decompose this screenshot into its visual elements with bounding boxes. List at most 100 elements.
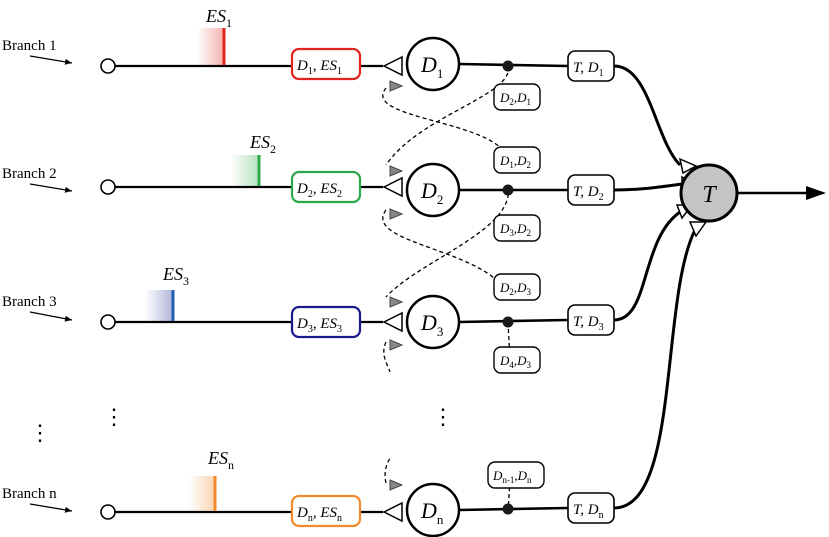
input-node-n <box>100 504 116 520</box>
t-d-box-1: T, D1 <box>567 50 615 82</box>
ellipsis-input: ⋮ <box>103 404 125 429</box>
svg-text:D2,D1: D2,D1 <box>499 90 531 107</box>
es-label: ES2 <box>249 132 276 156</box>
dendrite-node-3: D3 <box>405 294 461 350</box>
branch-label-text: Branch 1 <box>2 38 57 54</box>
input-nodes <box>100 58 116 520</box>
synapse-open-triangle <box>382 55 403 77</box>
cross-label-2: D1,D2 <box>493 146 541 174</box>
es-gradient <box>188 476 215 511</box>
dendrite-node-label: Dn <box>420 498 444 527</box>
dendrite-node-label: D1 <box>420 52 443 81</box>
curve-branch-1 <box>613 64 682 167</box>
dendrite-node-1: D1 <box>405 36 461 92</box>
es-marker-2: ES2 <box>231 132 276 186</box>
d-es-box-2: D2, ES2 <box>290 170 362 204</box>
svg-text:D4,D3: D4,D3 <box>499 353 532 370</box>
svg-text:T, Dn: T, Dn <box>573 502 604 521</box>
es-marker-n: ESn <box>188 448 234 511</box>
t-d-box-2: T, D2 <box>567 174 615 206</box>
ellipsis-left: ⋮ <box>29 420 51 445</box>
es-gradient <box>197 28 224 65</box>
branch-label-text: Branch n <box>2 486 57 502</box>
cross-label-4: D2,D3 <box>493 273 541 301</box>
dendrite-node-2: D2 <box>405 162 461 218</box>
synapse-triangle <box>389 296 404 308</box>
cross-synapses <box>389 80 404 491</box>
branch-arrow <box>29 311 73 322</box>
es-marker-3: ES3 <box>145 264 189 321</box>
svg-text:T, D2: T, D2 <box>573 184 604 203</box>
svg-text:T, D1: T, D1 <box>573 60 604 79</box>
t-d-box-n: T, Dn <box>567 492 615 524</box>
svg-text:T, D3: T, D3 <box>573 314 604 333</box>
svg-text:D1,D2: D1,D2 <box>499 153 531 170</box>
cross-label-5: D4,D3 <box>493 346 541 374</box>
branch-label-n: Branch n <box>2 486 73 513</box>
output-arrow <box>737 186 826 200</box>
es-label: ESn <box>207 448 234 472</box>
synapse-open-triangle <box>678 157 698 175</box>
synapse-triangle <box>389 479 404 491</box>
curve-branch-2 <box>613 182 683 192</box>
dashed-path-n-1 <box>507 479 511 513</box>
synapse-open-triangle <box>382 176 403 198</box>
branch-label-1: Branch 1 <box>2 38 73 65</box>
dashed-path-1-2 <box>382 87 509 161</box>
synapse-triangle <box>389 80 404 92</box>
svg-text:D2,D3: D2,D3 <box>499 280 532 297</box>
branch-label-2: Branch 2 <box>2 166 73 193</box>
input-node-3 <box>100 314 116 330</box>
es-gradient <box>145 290 173 321</box>
es-gradient <box>231 155 259 186</box>
synapse-triangle <box>389 208 404 220</box>
cross-label-6: Dn-1,Dn <box>487 461 545 489</box>
es-marker-1: ES1 <box>197 6 232 65</box>
d-es-box-label: Dn, ESn <box>296 505 342 524</box>
junction-dots <box>502 60 514 515</box>
synapse-open-triangle <box>688 221 708 238</box>
t-d-box-3: T, D3 <box>567 304 615 336</box>
dendrite-node-n: Dn <box>405 482 461 537</box>
converging-paths <box>613 64 697 510</box>
svg-text:D3,D2: D3,D2 <box>499 221 531 238</box>
branch-arrow <box>29 183 73 193</box>
dendrite-node-label: D2 <box>420 178 443 207</box>
es-label: ES1 <box>205 6 232 30</box>
ellipsis-markers: ⋮ ⋮ ⋮ <box>29 404 454 445</box>
d-es-box-label: D3, ES3 <box>296 316 342 335</box>
input-node-2 <box>100 179 116 195</box>
d-es-box-n: Dn, ESn <box>290 494 362 528</box>
dashed-path-n-up <box>384 457 391 484</box>
dashed-path-3-down <box>383 341 391 373</box>
branch-label-text: Branch 3 <box>2 294 57 310</box>
synapse-triangle <box>389 339 404 351</box>
dashed-path-2-3 <box>382 209 509 301</box>
synapse-open-triangle <box>382 311 403 333</box>
branch-label-text: Branch 2 <box>2 166 57 182</box>
branch-arrow <box>29 503 73 513</box>
input-synapses <box>382 55 403 523</box>
input-node-1 <box>100 58 116 74</box>
arrow-head <box>806 186 826 200</box>
cross-connections <box>382 65 511 513</box>
branch-lines <box>115 64 383 514</box>
d-es-box-label: D1, ES1 <box>296 58 342 77</box>
dashed-path-2-1 <box>385 65 509 166</box>
svg-text:Dn-1,Dn: Dn-1,Dn <box>492 468 532 485</box>
es-label: ES3 <box>162 264 189 288</box>
d-es-box-label: D2, ES2 <box>296 181 342 200</box>
cross-label-1: D2,D1 <box>493 83 541 111</box>
branch-label-3: Branch 3 <box>2 294 73 322</box>
curve-branch-n <box>613 229 697 510</box>
target-node-label: T <box>702 182 717 208</box>
synapse-triangle <box>389 165 404 177</box>
branch-arrow <box>29 55 73 65</box>
cross-label-3: D3,D2 <box>493 214 541 242</box>
ellipsis-dendrite: ⋮ <box>432 404 454 429</box>
synapse-open-triangle <box>382 501 403 523</box>
curve-branch-3 <box>613 210 681 322</box>
target-node: T <box>679 163 739 223</box>
